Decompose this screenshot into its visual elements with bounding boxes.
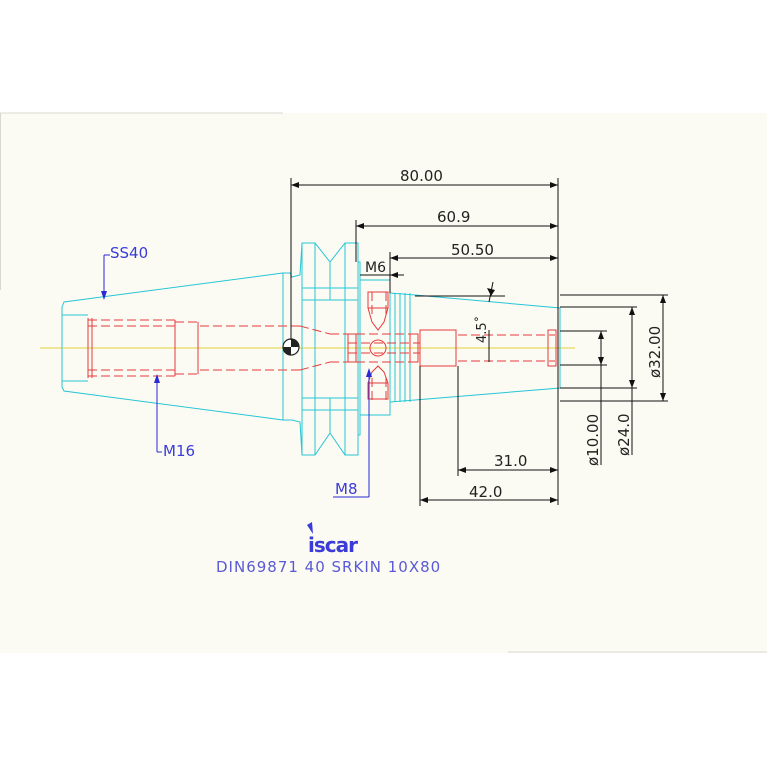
dim-dia10: ø10.00 — [584, 414, 602, 466]
dim-dia32: ø32.00 — [646, 326, 664, 378]
dim-50-50: 50.50 — [451, 241, 494, 259]
label-ss40: SS40 — [110, 244, 148, 262]
gauge-point — [282, 338, 300, 356]
hidden-solid — [87, 291, 557, 400]
dim-m6: M6 — [365, 260, 386, 276]
dimension-lines — [290, 178, 668, 506]
drawing-title: DIN69871 40 SRKIN 10X80 — [216, 558, 441, 576]
dim-31: 31.0 — [494, 452, 527, 470]
leader-lines — [103, 254, 370, 498]
dim-42: 42.0 — [469, 483, 502, 501]
logo-text: iscar — [308, 533, 358, 557]
label-m8: M8 — [335, 480, 358, 498]
leader-arrows — [101, 291, 372, 383]
holder-outline — [61, 242, 561, 456]
dim-dia24: ø24.0 — [615, 413, 633, 456]
label-m16: M16 — [163, 442, 195, 460]
arrowheads — [291, 182, 666, 503]
iscar-logo: iscar — [307, 522, 359, 557]
dim-60-9: 60.9 — [437, 208, 470, 226]
dim-80: 80.00 — [400, 167, 443, 185]
dim-angle: 4.5˚ — [474, 316, 490, 343]
